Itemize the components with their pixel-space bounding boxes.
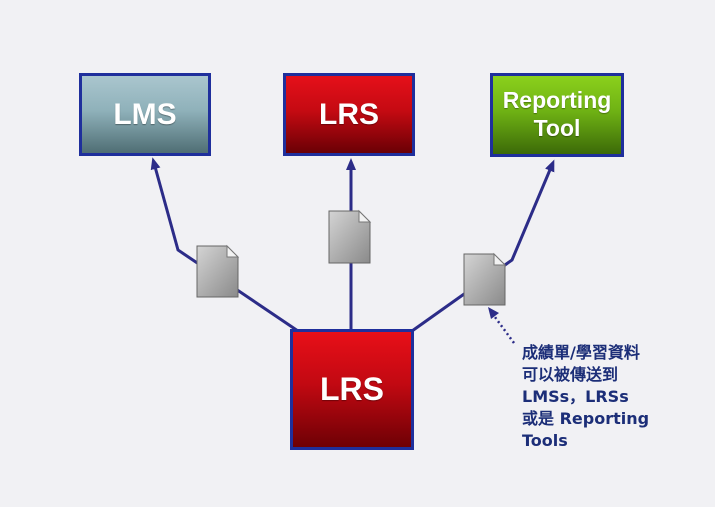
annotation-pointer-head xyxy=(488,307,499,319)
reporting-tool-label-line2: Tool xyxy=(533,115,581,141)
arrow-to-reporting-tool xyxy=(411,159,555,333)
reporting-tool-box: Reporting Tool xyxy=(490,73,624,157)
annotation-line: 成績單/學習資料 xyxy=(522,343,640,362)
lrs-target-label: LRS xyxy=(319,97,379,131)
annotation-line: LMSs，LRSs xyxy=(522,387,629,406)
arrow-to-lms xyxy=(150,157,299,333)
annotation-note: 成績單/學習資料 可以被傳送到 LMSs，LRSs 或是 Reporting T… xyxy=(522,342,692,452)
lrs-target-box: LRS xyxy=(283,73,415,156)
reporting-tool-label-line1: Reporting xyxy=(502,87,612,114)
annotation-line: 可以被傳送到 xyxy=(522,365,619,384)
annotation-line: Tools xyxy=(522,431,568,450)
document-icon xyxy=(196,244,240,298)
document-icon xyxy=(463,252,507,306)
lrs-source-label: LRS xyxy=(320,371,384,408)
lrs-source-box: LRS xyxy=(290,329,414,450)
lms-box: LMS xyxy=(79,73,211,156)
lms-label: LMS xyxy=(113,97,177,131)
annotation-line: 或是 Reporting xyxy=(522,409,650,428)
annotation-pointer xyxy=(490,312,516,344)
document-icon xyxy=(328,209,372,264)
